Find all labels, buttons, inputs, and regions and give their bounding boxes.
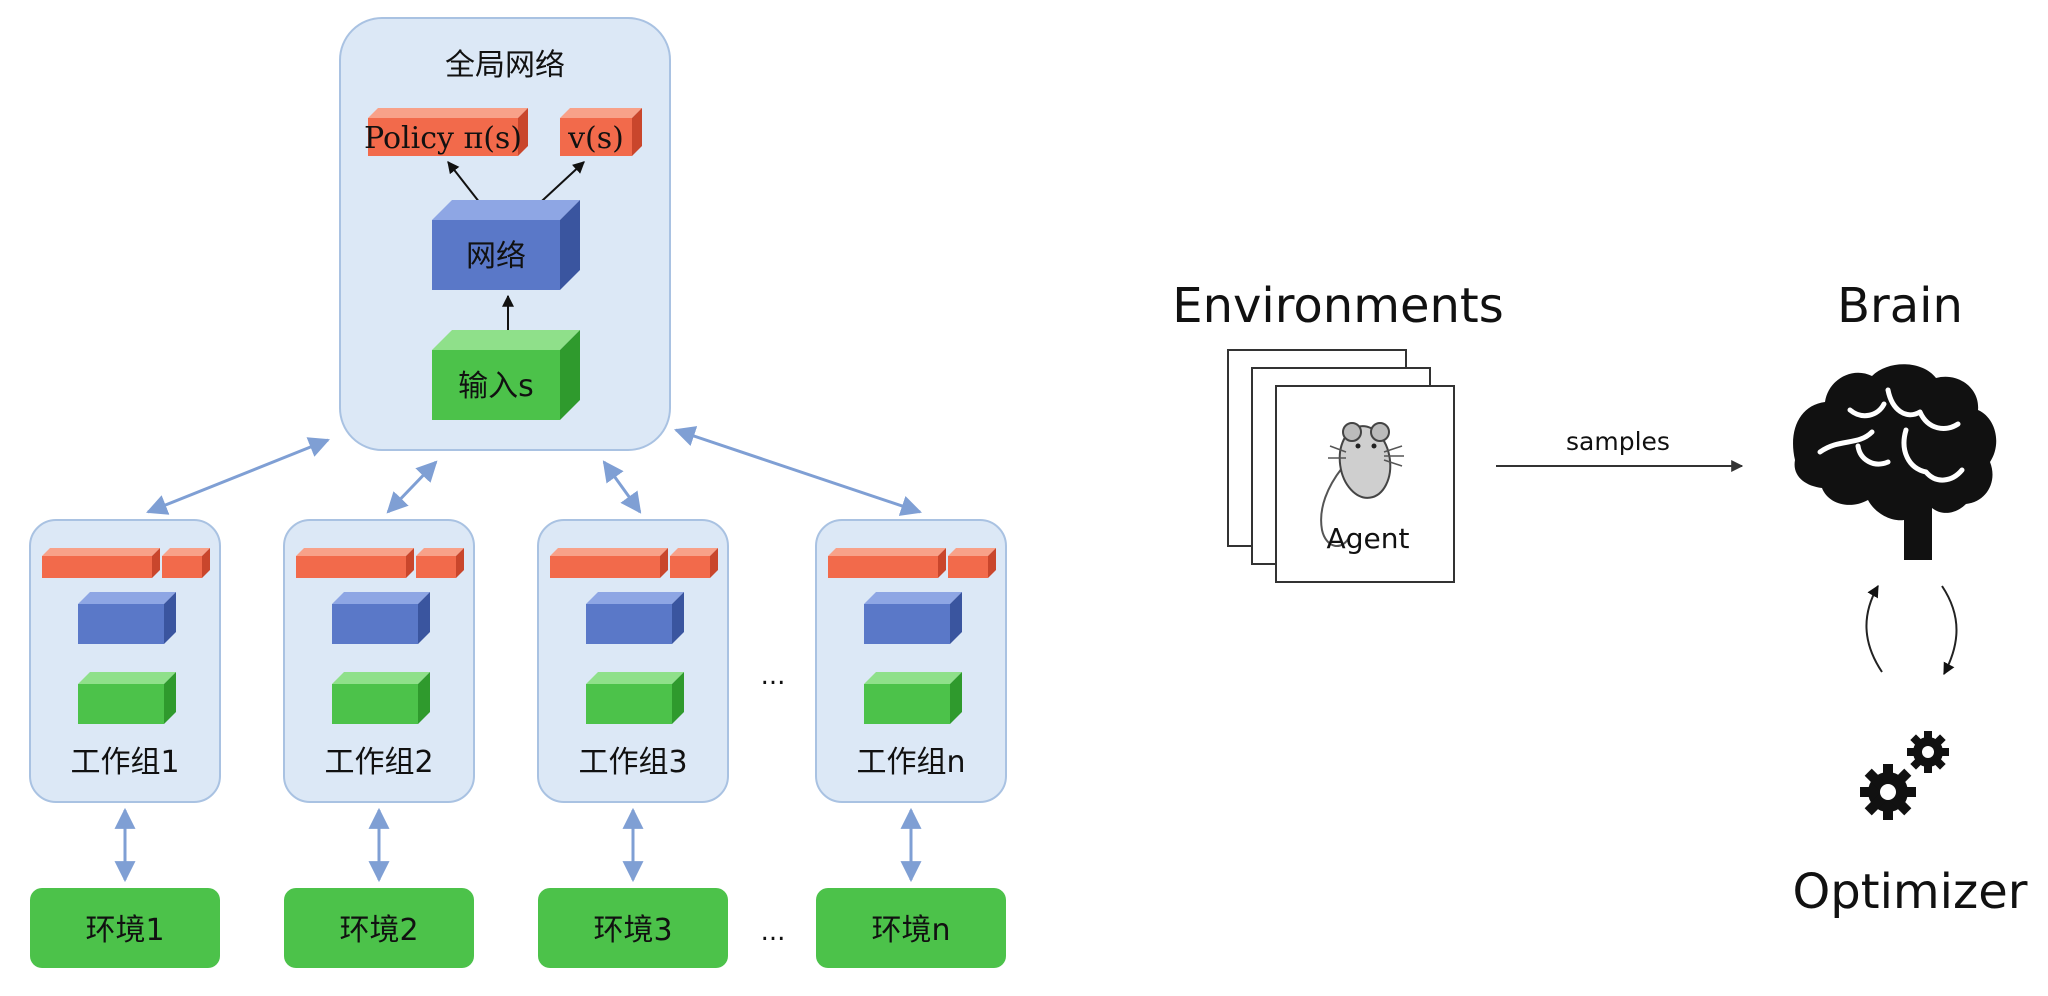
policy-label: Policy π(s) — [364, 121, 522, 156]
optimizer-title: Optimizer — [1793, 864, 2028, 920]
worker-label-1: 工作组1 — [70, 745, 179, 780]
worker-panel-2: 工作组2 — [283, 519, 475, 803]
worker-ellipsis: ... — [761, 661, 786, 691]
global-worker1-arrow — [146, 437, 330, 515]
env-label-n: 环境n — [871, 913, 950, 948]
worker-label-2: 工作组2 — [324, 745, 433, 780]
input-label: 输入s — [458, 369, 534, 404]
policy-block: Policy π(s) — [364, 108, 528, 156]
global-network-panel: 全局网络 Policy π(s) v(s) — [339, 17, 671, 451]
env-label-2: 环境2 — [339, 913, 418, 948]
worker-label-3: 工作组3 — [578, 745, 687, 780]
samples-label: samples — [1566, 427, 1670, 456]
env-box-n: 环境n — [816, 888, 1006, 968]
mouse-agent-icon — [1320, 422, 1404, 547]
agent-label: Agent — [1327, 522, 1410, 555]
env-box-2: 环境2 — [284, 888, 474, 968]
env-label-3: 环境3 — [593, 913, 672, 948]
optimizer-to-brain-arrow — [1865, 584, 1883, 673]
brain-icon — [1793, 364, 1997, 560]
global-worker-n-arrow — [674, 426, 922, 516]
value-label: v(s) — [567, 121, 624, 156]
worker-label-n: 工作组n — [856, 745, 965, 780]
env-box-1: 环境1 — [30, 888, 220, 968]
env-box-3: 环境3 — [538, 888, 728, 968]
input-block: 输入s — [432, 330, 580, 420]
network-block: 网络 — [432, 200, 580, 290]
environments-title: Environments — [1172, 278, 1504, 334]
right-training-diagram: Environments Agent samples Brain — [1172, 278, 2027, 920]
brain-to-optimizer-arrow — [1941, 585, 1958, 676]
left-a3c-diagram: 全局网络 Policy π(s) v(s) — [29, 17, 1007, 968]
env-label-1: 环境1 — [85, 913, 164, 948]
worker-panel-1: 工作组1 — [29, 519, 221, 803]
global-worker2-arrow — [386, 460, 438, 514]
global-network-title: 全局网络 — [445, 48, 565, 83]
worker-panel-3: 工作组3 — [537, 519, 729, 803]
env-ellipsis: ... — [761, 917, 786, 947]
brain-title: Brain — [1837, 278, 1963, 334]
network-label: 网络 — [466, 239, 526, 274]
global-worker3-arrow — [602, 460, 642, 514]
gears-icon — [1860, 731, 1949, 820]
value-block: v(s) — [560, 108, 642, 156]
worker-panel-n: 工作组n — [815, 519, 1007, 803]
